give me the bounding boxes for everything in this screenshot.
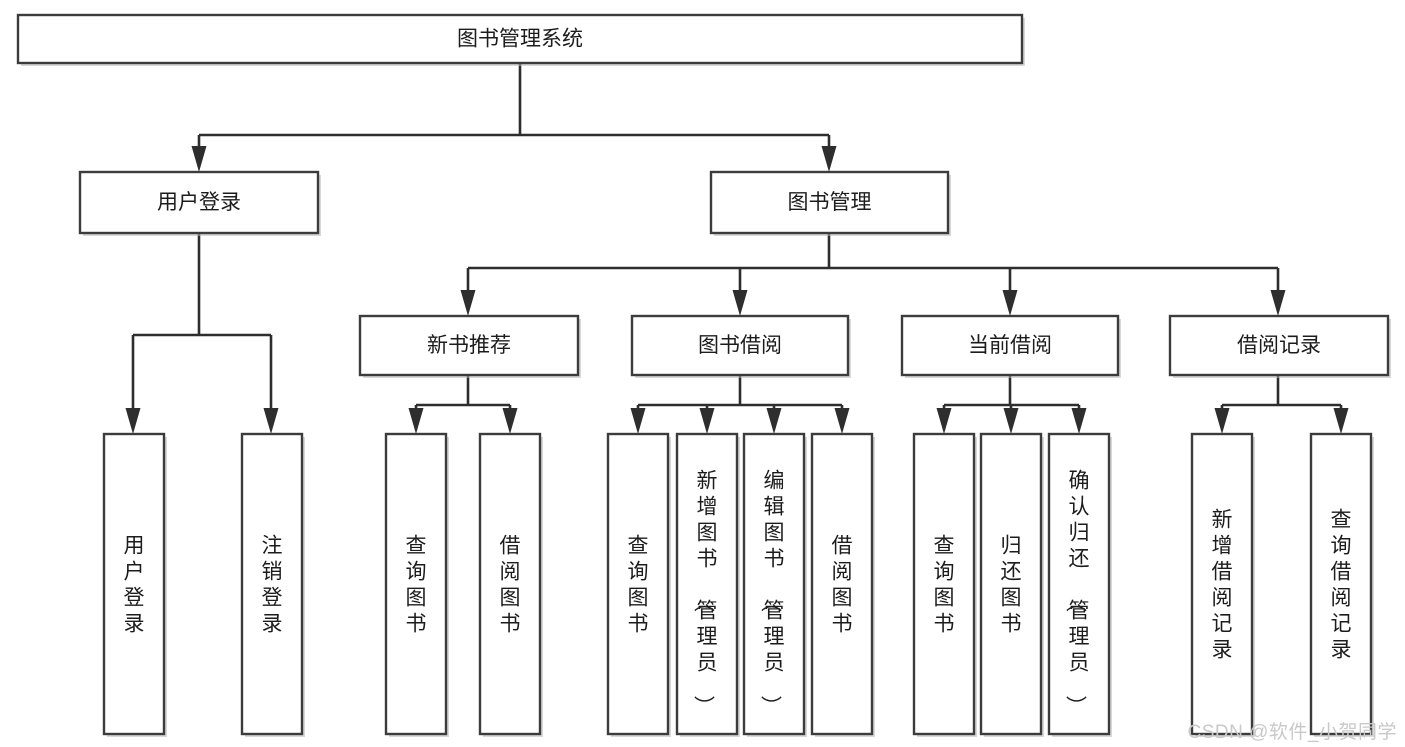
node-leaf-return-book[interactable]: 归还图书 — [979, 432, 1044, 737]
node-label: 新书推荐 — [427, 334, 511, 357]
connector-group-borrowrecord-to-leaves — [1214, 375, 1349, 434]
arrow-head-icon — [1270, 290, 1286, 316]
node-label: 注销登录 — [262, 534, 283, 635]
arrow-head-icon — [1003, 408, 1019, 434]
arrow-head-icon — [460, 290, 476, 316]
node-box[interactable] — [240, 432, 304, 736]
arrow-head-icon — [191, 146, 207, 172]
node-leaf-borrow-book[interactable]: 借阅图书 — [810, 432, 875, 737]
node-box[interactable] — [900, 314, 1120, 377]
connector-group-currentborrow-to-leaves — [936, 375, 1087, 434]
connector-group-userlogin-to-leaves — [125, 233, 279, 434]
node-label: 归还图书 — [1001, 534, 1022, 635]
arrow-head-icon — [630, 408, 646, 434]
node-root[interactable]: 图书管理系统 — [16, 13, 1025, 66]
node-label: 查询图书 — [628, 534, 649, 635]
node-leaf-borrow-book-rec[interactable]: 借阅图书 — [478, 432, 543, 737]
node-layer: 图书管理系统用户登录图书管理新书推荐图书借阅当前借阅借阅记录用户登录注销登录查询… — [16, 13, 1391, 737]
node-box[interactable] — [478, 432, 542, 736]
node-box[interactable] — [630, 314, 850, 377]
node-box[interactable] — [709, 170, 950, 235]
arrow-head-icon — [1002, 290, 1018, 316]
arrow-head-icon — [263, 408, 279, 434]
arrow-head-icon — [502, 408, 518, 434]
arrow-head-icon — [1214, 408, 1230, 434]
node-box[interactable] — [979, 432, 1043, 736]
node-leaf-add-book[interactable]: 新增图书（管理员） — [675, 432, 740, 737]
arrow-head-icon — [821, 146, 837, 172]
node-label: 当前借阅 — [968, 334, 1052, 357]
arrow-head-icon — [1071, 408, 1087, 434]
arrow-head-icon — [1333, 408, 1349, 434]
arrow-head-icon — [766, 408, 782, 434]
node-label: 借阅图书 — [832, 534, 853, 635]
connector-layer — [125, 63, 1349, 434]
arrow-head-icon — [834, 408, 850, 434]
node-leaf-add-record[interactable]: 新增借阅记录 — [1190, 432, 1255, 737]
node-box[interactable] — [810, 432, 874, 736]
arrow-head-icon — [732, 290, 748, 316]
node-label: 查询图书 — [934, 534, 955, 635]
node-box[interactable] — [102, 432, 166, 736]
node-book-borrow[interactable]: 图书借阅 — [630, 314, 851, 378]
node-leaf-user-login[interactable]: 用户登录 — [102, 432, 167, 737]
node-box[interactable] — [1168, 314, 1390, 377]
node-leaf-query-record[interactable]: 查询借阅记录 — [1309, 432, 1374, 737]
node-label: 用户登录 — [124, 534, 145, 635]
connector-group-root-to-level1 — [191, 63, 837, 172]
node-box[interactable] — [78, 170, 320, 235]
node-box[interactable] — [675, 432, 739, 736]
node-box[interactable] — [384, 432, 448, 736]
arrow-head-icon — [936, 408, 952, 434]
node-leaf-query-book[interactable]: 查询图书 — [606, 432, 671, 737]
node-box[interactable] — [1190, 432, 1254, 736]
arrow-head-icon — [699, 408, 715, 434]
node-box[interactable] — [742, 432, 806, 736]
node-label: 查询借阅记录 — [1331, 508, 1352, 661]
node-new-book-rec[interactable]: 新书推荐 — [358, 314, 581, 378]
node-leaf-query-book-rec[interactable]: 查询图书 — [384, 432, 449, 737]
node-label: 确认归还（管理员） — [1064, 469, 1090, 716]
node-box[interactable] — [1047, 432, 1111, 736]
arrow-head-icon — [408, 408, 424, 434]
node-label: 编辑图书（管理员） — [759, 469, 785, 716]
node-leaf-logout[interactable]: 注销登录 — [240, 432, 305, 737]
node-label: 新增借阅记录 — [1212, 508, 1233, 661]
node-label: 借阅记录 — [1237, 334, 1321, 357]
node-leaf-query-book-cur[interactable]: 查询图书 — [912, 432, 977, 737]
node-label: 用户登录 — [157, 191, 241, 214]
node-leaf-confirm-return[interactable]: 确认归还（管理员） — [1047, 432, 1112, 737]
node-label: 图书管理系统 — [457, 28, 583, 51]
arrow-head-icon — [125, 408, 141, 434]
node-borrow-record[interactable]: 借阅记录 — [1168, 314, 1391, 378]
node-box[interactable] — [358, 314, 580, 377]
node-label: 借阅图书 — [500, 534, 521, 635]
node-user-login[interactable]: 用户登录 — [78, 170, 321, 236]
connector-group-bookmanage-to-level2 — [460, 233, 1286, 316]
node-label: 图书管理 — [788, 191, 872, 214]
node-label: 图书借阅 — [698, 334, 782, 357]
node-box[interactable] — [1309, 432, 1373, 736]
node-leaf-edit-book[interactable]: 编辑图书（管理员） — [742, 432, 807, 737]
node-label: 查询图书 — [406, 534, 427, 635]
node-box[interactable] — [16, 13, 1024, 65]
node-box[interactable] — [606, 432, 670, 736]
node-label: 新增图书（管理员） — [692, 469, 718, 716]
connector-group-bookborrow-to-leaves — [630, 375, 850, 434]
connector-group-newbook-to-leaves — [408, 375, 518, 434]
node-book-manage[interactable]: 图书管理 — [709, 170, 951, 236]
node-box[interactable] — [912, 432, 976, 736]
node-current-borrow[interactable]: 当前借阅 — [900, 314, 1121, 378]
csdn-watermark: CSDN @软件_小贺同学 — [1187, 722, 1397, 743]
